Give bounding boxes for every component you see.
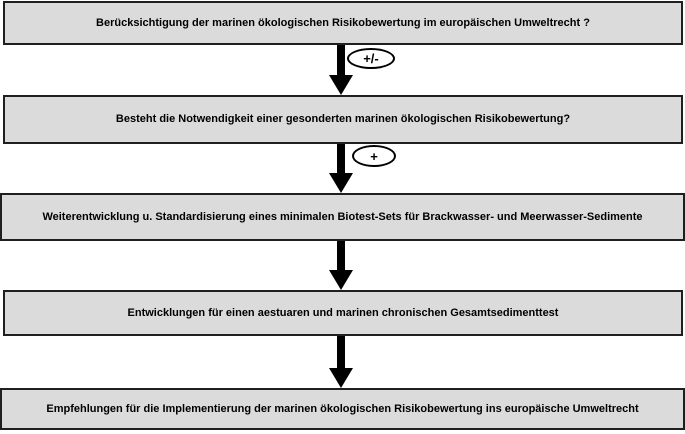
- flowchart-box-2: Besteht die Notwendigkeit einer gesonder…: [3, 95, 683, 144]
- arrow-head: [329, 173, 353, 193]
- arrow-shaft: [337, 144, 345, 173]
- down-arrow-icon: [329, 241, 353, 290]
- arrow-shaft: [337, 45, 345, 75]
- flowchart-box-3: Weiterentwicklung u. Standardisierung ei…: [0, 193, 685, 241]
- down-arrow-icon: [329, 45, 353, 95]
- flowchart-box-4: Entwicklungen für einen aestuaren und ma…: [3, 290, 683, 336]
- flowchart-box-5: Empfehlungen für die Implementierung der…: [0, 388, 685, 430]
- down-arrow-icon: [329, 144, 353, 193]
- arrow-shaft: [337, 241, 345, 270]
- arrow-head: [329, 75, 353, 95]
- connector-label-plus: +: [352, 145, 396, 167]
- connector-label-plus-minus: +/-: [347, 48, 395, 69]
- flowchart-box-1: Berücksichtigung der marinen ökologische…: [3, 1, 683, 45]
- arrow-head: [329, 368, 353, 388]
- arrow-head: [329, 270, 353, 290]
- down-arrow-icon: [329, 336, 353, 388]
- arrow-shaft: [337, 336, 345, 368]
